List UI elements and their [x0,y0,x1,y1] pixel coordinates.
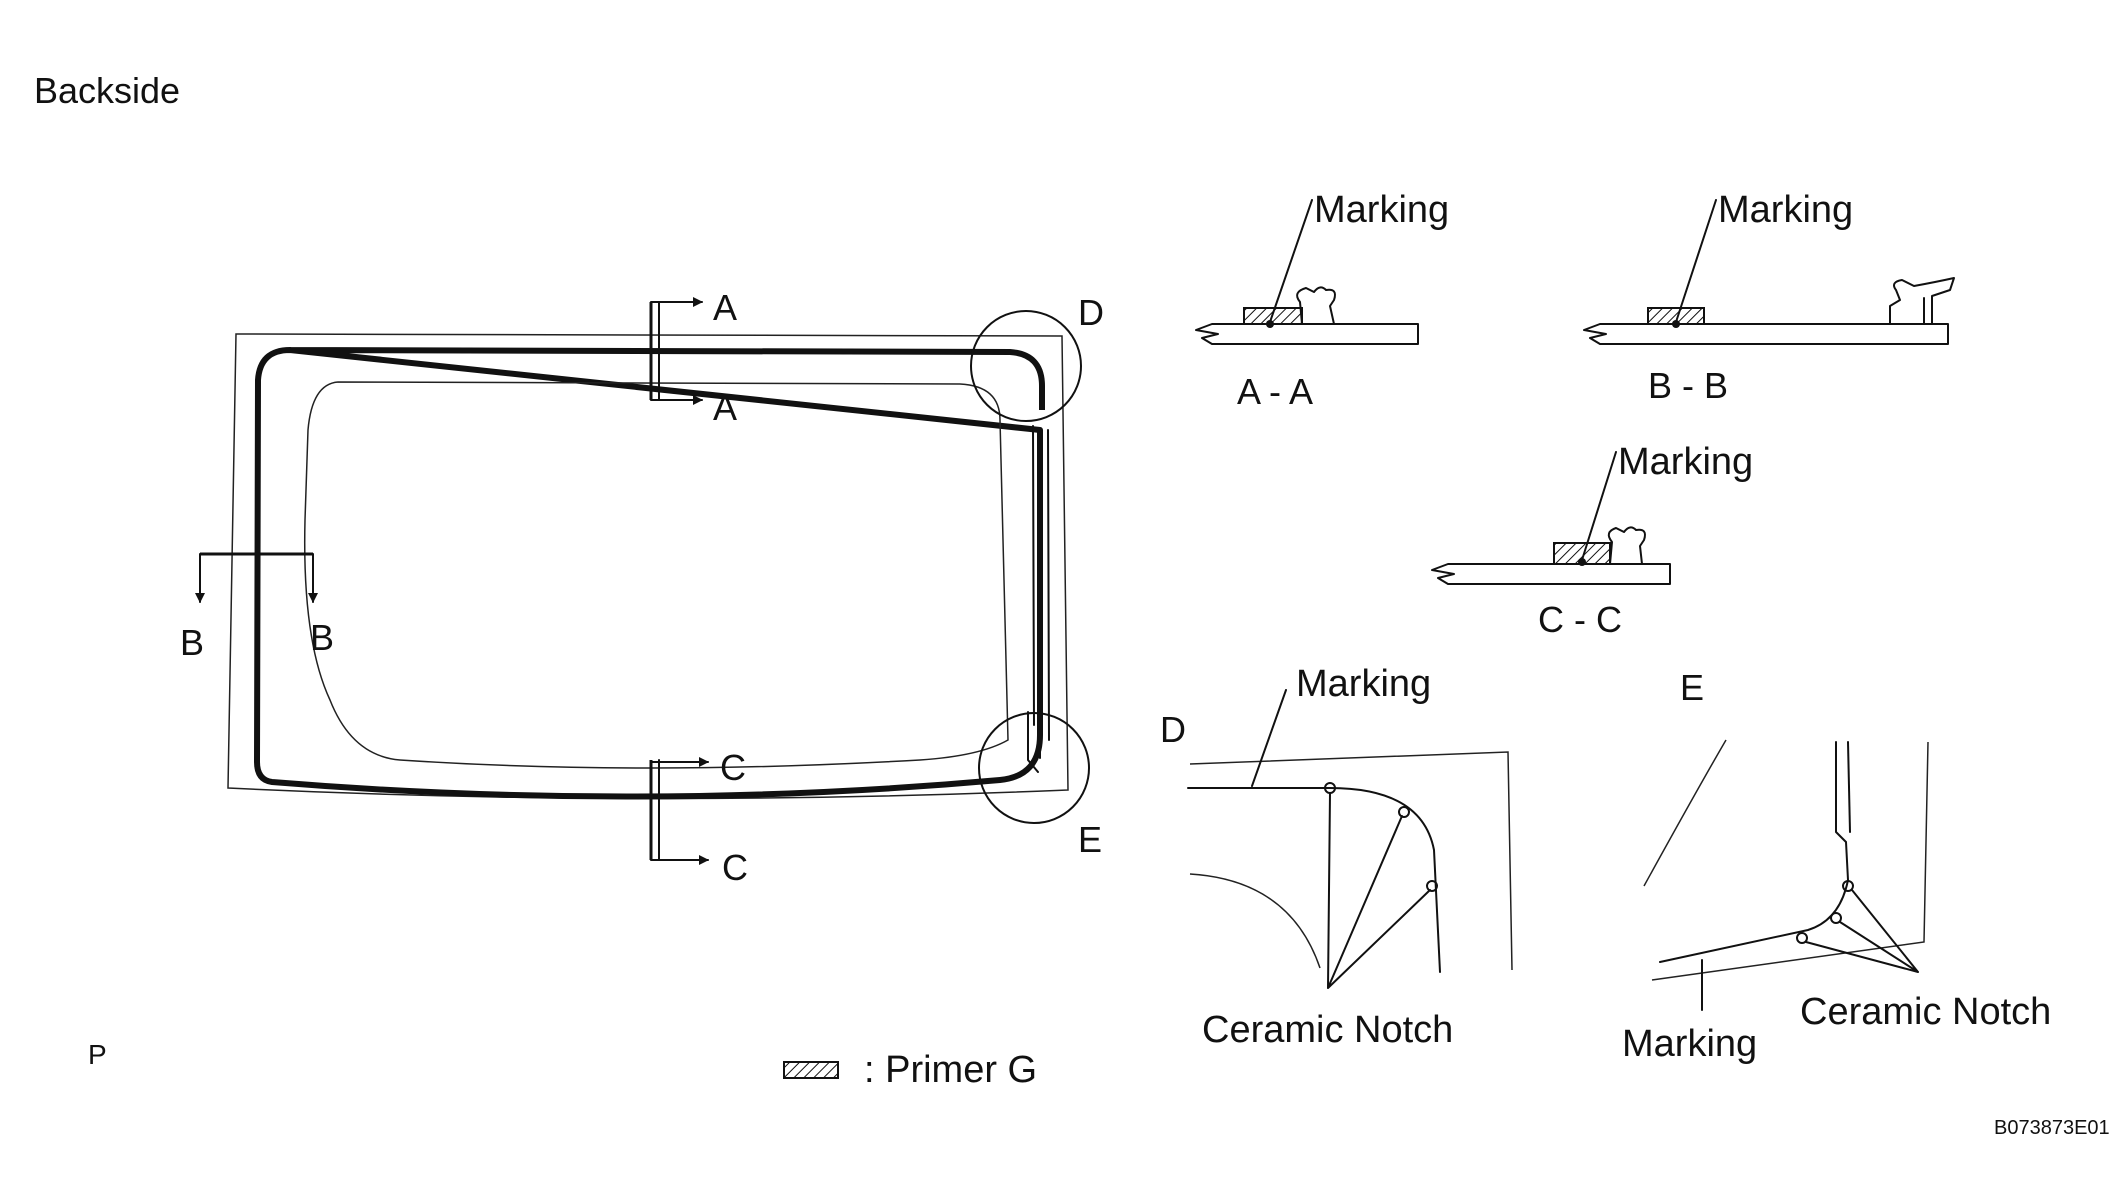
detail-e-notch-1 [1842,880,1854,892]
figure-code: B073873E01 [1994,1117,2110,1139]
primer-band-outer [254,347,1045,800]
detail-e-marking-line [1659,741,1849,963]
section-aa-molding [1296,286,1336,325]
section-cc-marking: Marking [1618,441,1753,483]
detail-d-view: D Marking Ceramic Notch [1160,663,1513,1051]
section-aa-marking: Marking [1314,189,1449,231]
label-e-circle: E [1078,819,1102,860]
detail-e-marking: Marking [1622,1023,1757,1065]
detail-d-glass-edge [1189,751,1513,971]
detail-circle-d [970,310,1082,422]
section-aa-marking-dot [1266,320,1274,328]
detail-e-view: E Marking Ceramic Notch [1622,667,2051,1065]
detail-d-label: D [1160,709,1186,750]
detail-e-notch-leaders [1805,889,1919,973]
legend: : Primer G [783,1049,1037,1091]
label-c-top: C [720,747,746,788]
label-d-circle: D [1078,292,1104,333]
section-bb-leader [1675,199,1717,323]
detail-e-dam-line [1847,741,1851,833]
primer-band-inner [303,381,1009,769]
label-b-right: B [310,617,334,658]
detail-e-notch-3 [1796,932,1808,944]
corner-mark: P [88,1039,107,1070]
section-aa-glass [1195,323,1419,345]
section-bb-label: B - B [1648,365,1728,406]
corner-notch-e-detail [1027,711,1041,773]
section-bb-marking: Marking [1718,189,1853,231]
detail-circle-e [978,712,1090,824]
section-bb-marking-dot [1672,320,1680,328]
section-cc-glass [1431,563,1671,585]
section-bb-glass [1583,323,1949,345]
glass-backside-view: A A B B C C D E [180,287,1104,888]
detail-d-notch-2 [1398,806,1410,818]
detail-d-marking-leader [1251,689,1287,787]
side-dam-line-right [1032,425,1050,741]
section-aa-leader [1269,199,1313,323]
section-cc-leader [1581,451,1617,561]
detail-d-notch-3 [1426,880,1438,892]
detail-e-label: E [1680,667,1704,708]
label-a-bottom: A [713,387,737,428]
section-cc-marking-dot [1578,558,1586,566]
detail-e-notch-2 [1830,912,1842,924]
section-cc-label: C - C [1538,599,1622,640]
label-a-top: A [713,287,737,328]
section-cc-view: Marking C - C [1431,441,1753,640]
section-aa-label: A - A [1237,371,1313,412]
title: Backside [34,70,180,111]
detail-e-ceramic-notch: Ceramic Notch [1800,991,2051,1033]
section-bb-view: Marking B - B [1583,189,1955,406]
section-cc-molding [1607,526,1646,565]
detail-d-marking-line [1187,787,1441,973]
detail-e-glass-edge [1651,741,1929,981]
legend-primer-swatch [783,1061,839,1079]
section-bb-molding [1889,277,1955,325]
detail-d-notch-leaders [1327,792,1431,989]
section-aa-view: Marking A - A [1195,189,1449,412]
label-b-left: B [180,622,204,663]
detail-d-marking: Marking [1296,663,1431,705]
detail-d-inner-curve [1189,873,1321,969]
glass-outer-edge [227,333,1069,800]
label-c-bottom: C [722,847,748,888]
detail-e-inner-curve [1643,739,1727,887]
legend-primer-text: : Primer G [864,1049,1037,1091]
detail-d-ceramic-notch: Ceramic Notch [1202,1009,1453,1051]
